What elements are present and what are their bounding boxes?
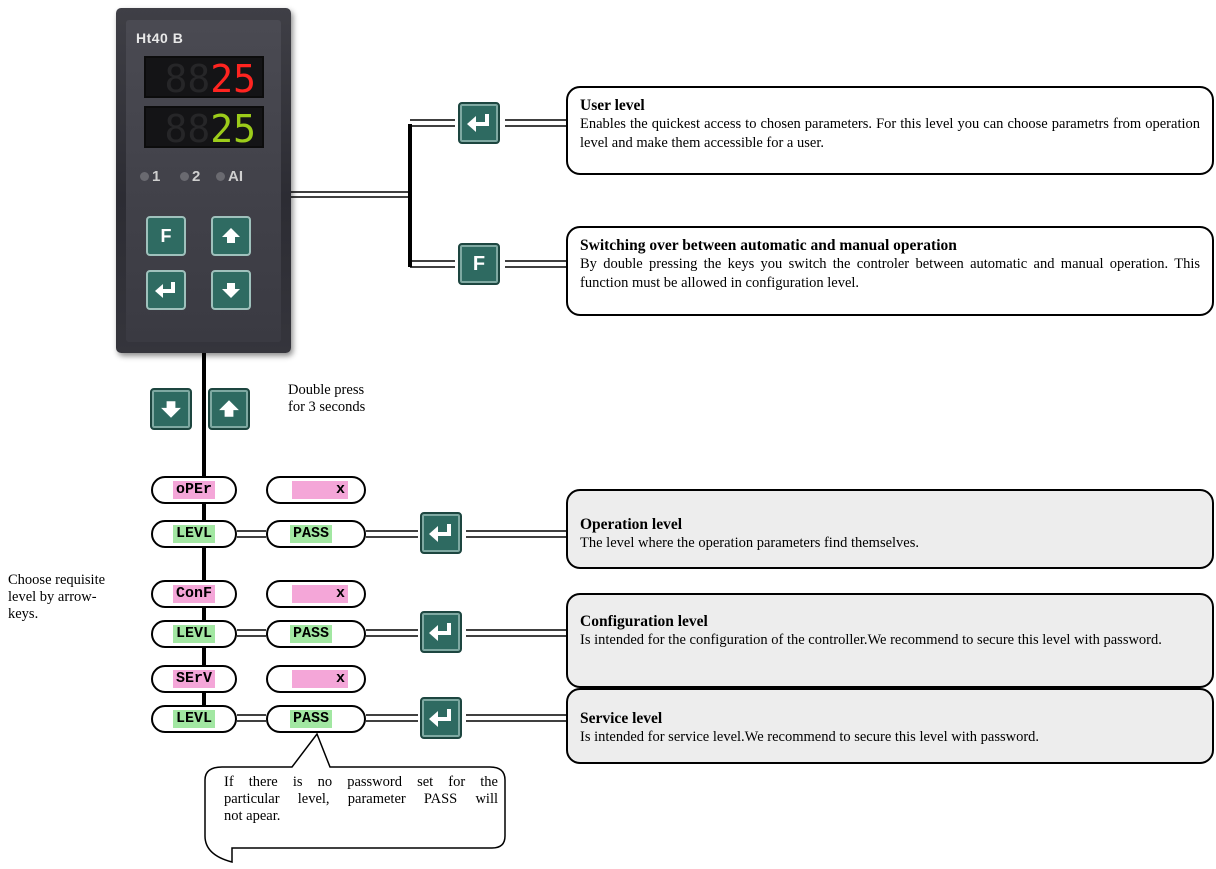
service-level-box: Service level Is intended for service le…	[566, 688, 1214, 764]
switch-f-key[interactable]: F	[458, 243, 500, 285]
device-f-key[interactable]: F	[146, 216, 186, 256]
arrow-down-icon	[222, 283, 240, 298]
configuration-level-description: Is intended for the configuration of the…	[580, 632, 1162, 648]
user-level-enter-key[interactable]	[458, 102, 500, 144]
user-level-description: Enables the quickest access to chosen pa…	[580, 116, 1200, 151]
service-level-title: Service level	[580, 710, 663, 727]
enter-icon	[429, 524, 451, 542]
arrow-up-icon	[222, 228, 240, 243]
arrow-up-icon	[219, 400, 239, 417]
indicator-alarm: AI	[216, 168, 243, 185]
user-level-box: User level Enables the quickest access t…	[566, 86, 1214, 175]
level-code-configuration[interactable]: ConF	[151, 580, 237, 608]
levl-param-configuration[interactable]: LEVL	[151, 620, 237, 648]
switching-box: Switching over between automatic and man…	[566, 226, 1214, 316]
service-enter-key[interactable]	[420, 697, 462, 739]
double-press-note: Double press for 3 seconds	[288, 382, 366, 415]
enter-icon	[429, 623, 451, 641]
switching-description: By double pressing the keys you switch t…	[580, 256, 1200, 291]
password-note: If there is no password set for the part…	[224, 774, 498, 824]
up-arrow-key[interactable]	[208, 388, 250, 430]
password-callout	[204, 732, 506, 863]
device-up-key[interactable]	[211, 216, 251, 256]
pass-param-configuration[interactable]: PASS	[266, 620, 366, 648]
configuration-enter-key[interactable]	[420, 611, 462, 653]
device-down-key[interactable]	[211, 270, 251, 310]
setpoint-display: 8825	[144, 106, 264, 150]
configuration-level-title: Configuration level	[580, 613, 708, 630]
switching-title: Switching over between automatic and man…	[580, 237, 957, 254]
pass-value-operation[interactable]: x	[266, 476, 366, 504]
service-level-description: Is intended for service level.We recomme…	[580, 729, 1040, 745]
indicator-2: 2	[180, 168, 200, 185]
levl-param-service[interactable]: LEVL	[151, 705, 237, 733]
user-level-title: User level	[580, 97, 645, 114]
pass-param-service[interactable]: PASS	[266, 705, 366, 733]
pass-value-service[interactable]: x	[266, 665, 366, 693]
enter-icon	[429, 709, 451, 727]
operation-enter-key[interactable]	[420, 512, 462, 554]
operation-level-box: Operation level The level where the oper…	[566, 489, 1214, 569]
down-arrow-key[interactable]	[150, 388, 192, 430]
device-enter-key[interactable]	[146, 270, 186, 310]
level-code-operation[interactable]: oPEr	[151, 476, 237, 504]
indicator-1: 1	[140, 168, 160, 185]
arrow-down-icon	[161, 401, 181, 418]
device-model-label: Ht40 B	[136, 30, 184, 46]
pass-param-operation[interactable]: PASS	[266, 520, 366, 548]
operation-level-description: The level where the operation parameters…	[580, 535, 920, 551]
pass-value-configuration[interactable]: x	[266, 580, 366, 608]
controller-device: Ht40 B 8825 8825 1 2 AI F	[116, 8, 291, 353]
enter-icon	[155, 282, 175, 298]
level-code-service[interactable]: SErV	[151, 665, 237, 693]
process-value-display: 8825	[144, 56, 264, 100]
operation-level-title: Operation level	[580, 516, 683, 533]
choose-level-note: Choose requisite level by arrow- keys.	[8, 572, 106, 622]
configuration-level-box: Configuration level Is intended for the …	[566, 593, 1214, 688]
enter-icon	[467, 114, 489, 132]
levl-param-operation[interactable]: LEVL	[151, 520, 237, 548]
